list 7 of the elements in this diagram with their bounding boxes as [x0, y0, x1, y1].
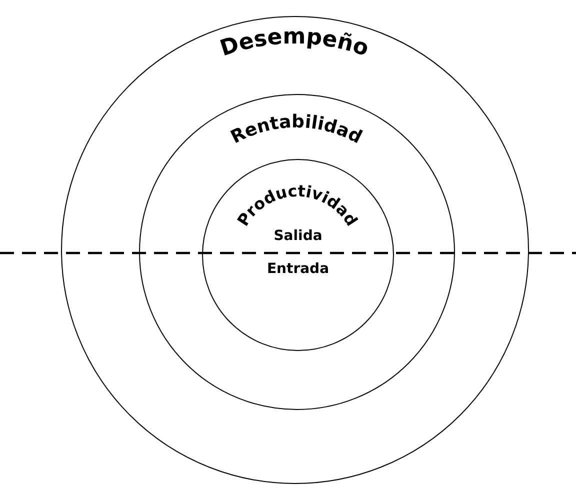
- arc-label: Desempeño: [217, 24, 372, 62]
- circle: [61, 16, 529, 484]
- text-label: Entrada: [266, 260, 330, 278]
- circle: [139, 94, 455, 410]
- text-label: Salida: [274, 227, 322, 246]
- arc-label: Rentabilidad: [228, 111, 366, 148]
- circle: [202, 159, 394, 351]
